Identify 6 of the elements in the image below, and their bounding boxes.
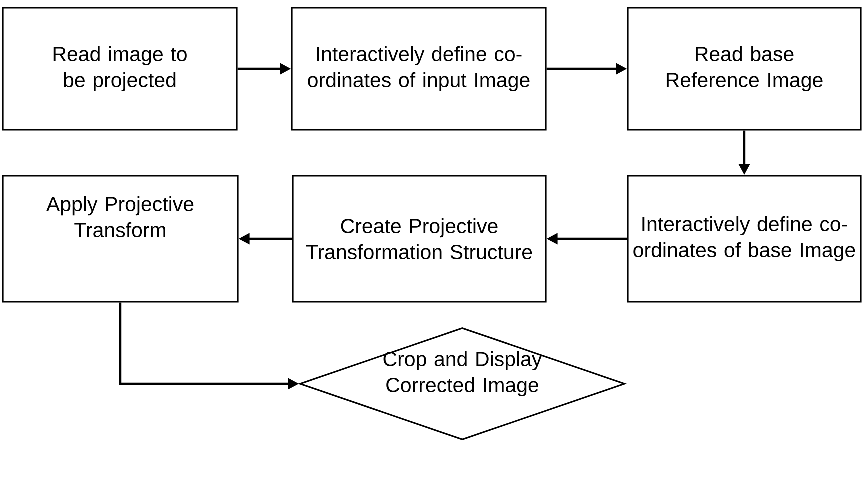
process-box: Apply Projective Transform	[2, 175, 239, 303]
process-box: Read base Reference Image	[627, 7, 862, 131]
process-box: Interactively define co-ordinates of input Image	[291, 7, 547, 131]
process-box: Create Projective Transformation Structure	[292, 175, 547, 303]
process-box: Interactively define co-ordinates of base Image	[627, 175, 862, 303]
process-box: Read image to be projected	[2, 7, 238, 131]
